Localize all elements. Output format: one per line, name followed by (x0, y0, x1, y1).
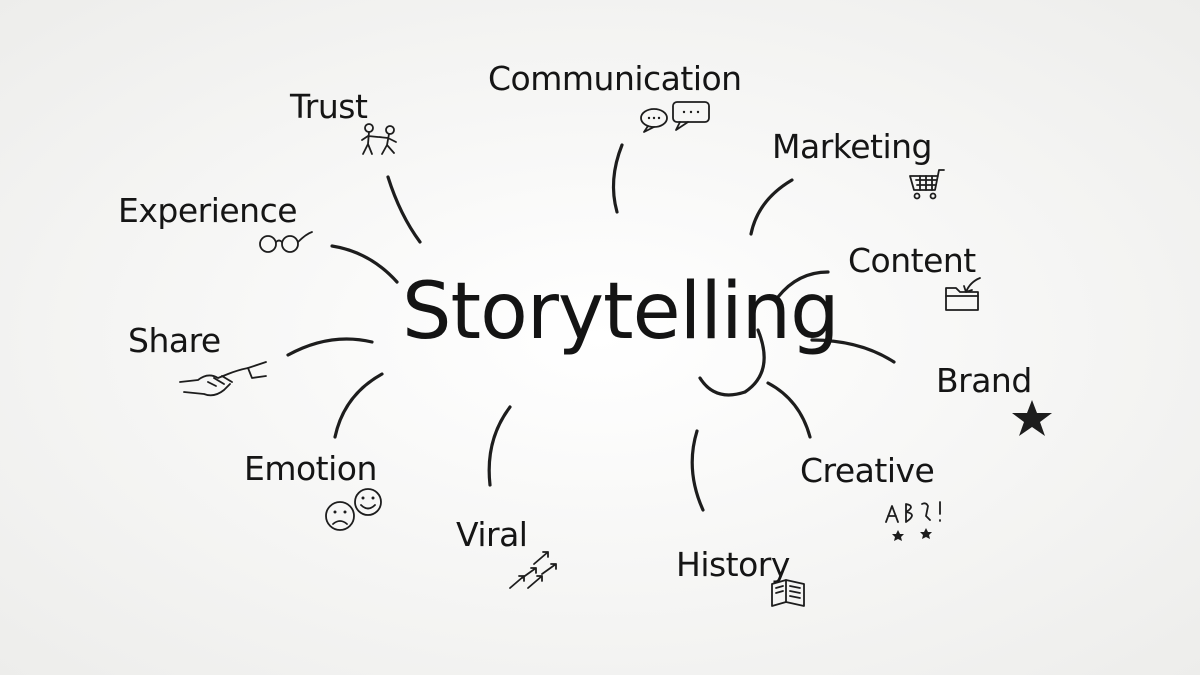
star-icon (1012, 400, 1052, 436)
branch-brand (810, 338, 896, 364)
handshake-icon (179, 361, 267, 397)
node-label-share: Share (128, 321, 221, 360)
branch-content (776, 270, 830, 299)
branch-communication (611, 143, 624, 214)
branch-trust (386, 175, 422, 244)
doodle-icon (885, 501, 941, 541)
branch-history (690, 429, 705, 512)
branch-share (286, 337, 374, 357)
shopping-cart-icon (909, 169, 945, 200)
branches (286, 143, 896, 512)
center-label: Storytelling (402, 267, 839, 357)
branch-viral (487, 405, 512, 487)
node-label-creative: Creative (800, 451, 934, 490)
node-label-trust: Trust (289, 87, 368, 126)
node-label-brand: Brand (936, 361, 1032, 400)
glasses-icon (259, 231, 313, 253)
node-label-communication: Communication (488, 59, 742, 98)
arrows-icon (509, 551, 557, 589)
node-label-history: History (676, 545, 790, 584)
branch-marketing (749, 178, 794, 236)
faces-icon (325, 488, 382, 531)
node-label-marketing: Marketing (772, 127, 932, 166)
book-icon (771, 579, 805, 607)
center-swoop (698, 328, 766, 397)
branch-experience (330, 244, 399, 284)
branch-creative (766, 381, 812, 439)
node-label-experience: Experience (118, 191, 297, 230)
people-icon (361, 123, 397, 155)
speech-bubbles-icon (640, 101, 710, 133)
branch-emotion (333, 372, 384, 439)
node-label-emotion: Emotion (244, 449, 377, 488)
node-label-content: Content (848, 241, 976, 280)
folder-icon (945, 277, 981, 311)
node-label-viral: Viral (456, 515, 527, 554)
